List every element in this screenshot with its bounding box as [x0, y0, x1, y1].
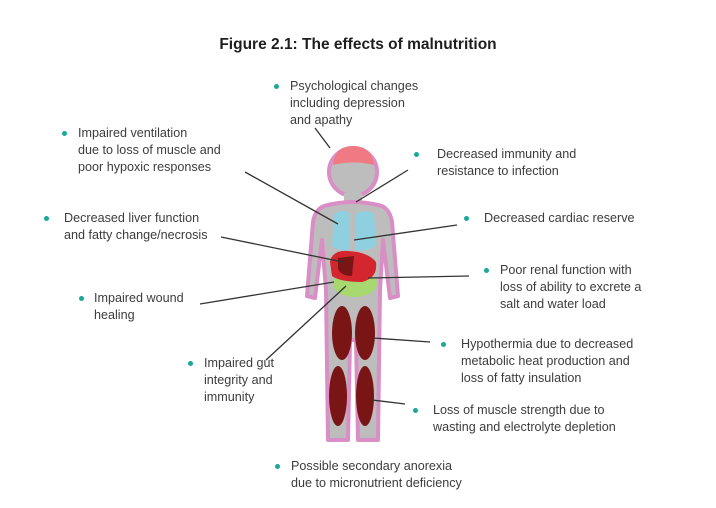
leader-renal	[367, 275, 470, 279]
right-lung	[356, 211, 376, 251]
heart	[338, 256, 354, 276]
label-muscle: Loss of muscle strength due to wasting a…	[433, 403, 616, 434]
leader-wound	[199, 281, 335, 305]
left-lung	[332, 211, 350, 251]
bullet-immunity	[414, 152, 419, 157]
right-thigh-muscle	[355, 306, 375, 360]
leader-ventilation	[244, 171, 339, 225]
bullet-ventilation	[62, 131, 67, 136]
label-psychological: Psychological changes including depressi…	[290, 79, 419, 127]
bullet-renal	[484, 268, 489, 273]
label-ventilation: Impaired ventilation due to loss of musc…	[78, 126, 221, 174]
label-immunity: Decreased immunity and resistance to inf…	[437, 147, 577, 178]
bullet-psychological	[274, 84, 279, 89]
leader-muscle	[371, 399, 406, 405]
bullet-hypothermia	[441, 342, 446, 347]
torso	[305, 200, 400, 442]
label-cardiac: Decreased cardiac reserve	[484, 211, 635, 225]
bullet-gut	[188, 361, 193, 366]
left-thigh-muscle	[332, 306, 352, 360]
label-hypothermia: Hypothermia due to decreased metabolic h…	[461, 337, 634, 385]
label-renal: Poor renal function with loss of ability…	[500, 263, 642, 311]
label-liver: Decreased liver function and fatty chang…	[64, 211, 208, 242]
leader-cardiac	[353, 224, 458, 241]
bullet-muscle	[413, 408, 418, 413]
label-anorexia: Possible secondary anorexia due to micro…	[291, 459, 462, 490]
right-calf-muscle	[356, 366, 374, 426]
label-gut: Impaired gut integrity and immunity	[204, 356, 275, 404]
leader-lines	[199, 127, 470, 405]
label-wound: Impaired wound healing	[94, 291, 184, 322]
leader-liver	[220, 236, 344, 263]
leader-immunity	[355, 169, 409, 203]
leader-hypothermia	[372, 337, 431, 343]
bullet-cardiac	[464, 216, 469, 221]
leader-psychological	[314, 127, 331, 149]
bullet-liver	[44, 216, 49, 221]
bullet-anorexia	[275, 464, 280, 469]
figure-title: Figure 2.1: The effects of malnutrition	[219, 36, 497, 53]
bullet-wound	[79, 296, 84, 301]
leader-gut	[265, 285, 347, 361]
left-calf-muscle	[329, 366, 347, 426]
brain	[333, 146, 374, 165]
